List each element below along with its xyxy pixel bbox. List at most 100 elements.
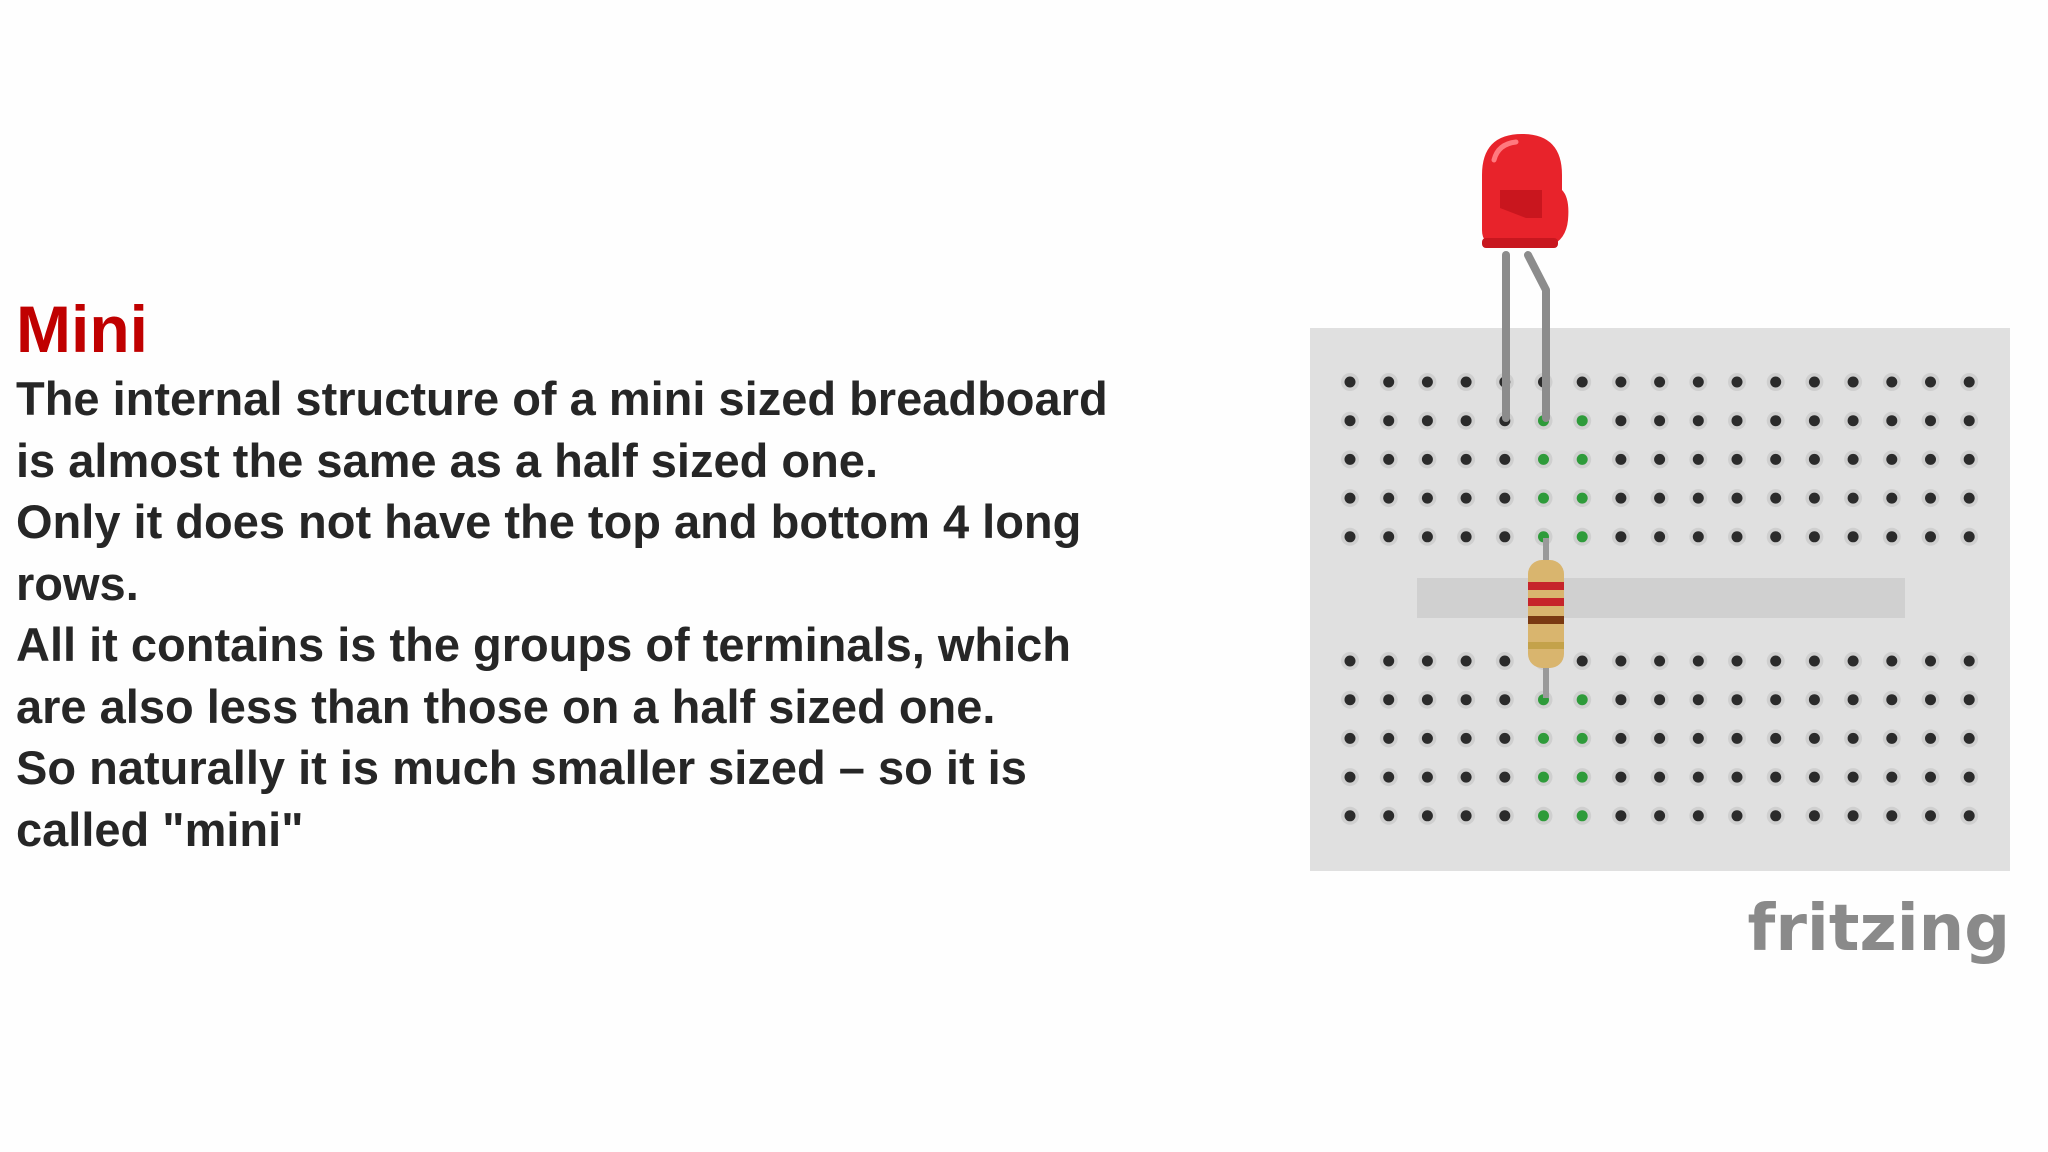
breadboard-hole: [1421, 492, 1433, 504]
breadboard-hole: [1925, 415, 1936, 427]
breadboard-hole: [1615, 694, 1627, 706]
breadboard-hole: [1692, 531, 1704, 543]
breadboard-hole: [1808, 655, 1820, 667]
breadboard-hole: [1692, 492, 1704, 504]
breadboard-hole: [1421, 694, 1433, 706]
breadboard-figure: fritzing: [1250, 120, 2030, 990]
breadboard-hole: [1963, 453, 1975, 465]
breadboard-hole: [1654, 415, 1666, 427]
breadboard-hole-connected: [1538, 732, 1549, 744]
breadboard-hole: [1615, 655, 1627, 667]
breadboard-hole: [1383, 492, 1395, 504]
breadboard-hole: [1692, 771, 1704, 783]
breadboard-hole: [1963, 771, 1975, 783]
breadboard-hole: [1731, 453, 1743, 465]
breadboard-hole: [1499, 694, 1511, 706]
breadboard-hole: [1847, 732, 1859, 744]
breadboard-hole-connected: [1576, 531, 1588, 543]
breadboard-hole: [1421, 810, 1433, 822]
breadboard-hole: [1886, 771, 1898, 783]
breadboard-hole: [1615, 376, 1627, 388]
slide-text: Mini The internal structure of a mini si…: [16, 290, 1236, 860]
breadboard-holes: [1341, 373, 1979, 825]
breadboard-hole: [1808, 771, 1820, 783]
breadboard-hole: [1460, 492, 1472, 504]
breadboard-hole: [1383, 531, 1395, 543]
breadboard-hole: [1499, 531, 1511, 543]
breadboard-hole: [1886, 492, 1898, 504]
breadboard-hole: [1770, 531, 1782, 543]
resistor-band-4: [1528, 642, 1564, 649]
breadboard-hole: [1808, 453, 1820, 465]
breadboard-hole: [1847, 810, 1859, 822]
breadboard-hole: [1886, 376, 1898, 388]
breadboard-hole-connected: [1538, 810, 1549, 822]
breadboard-hole-connected: [1576, 810, 1588, 822]
breadboard-hole: [1963, 415, 1975, 427]
breadboard-hole: [1460, 655, 1472, 667]
breadboard-channel: [1417, 578, 1905, 618]
breadboard-hole: [1344, 492, 1356, 504]
breadboard-hole-connected: [1576, 453, 1588, 465]
breadboard-hole: [1383, 453, 1395, 465]
breadboard-hole: [1421, 771, 1433, 783]
breadboard-hole: [1460, 810, 1472, 822]
breadboard-illustration: fritzing: [1310, 134, 2010, 966]
breadboard-hole-connected: [1576, 415, 1588, 427]
breadboard-hole: [1770, 771, 1782, 783]
breadboard-hole: [1925, 810, 1936, 822]
breadboard-hole: [1692, 810, 1704, 822]
breadboard-hole: [1344, 415, 1356, 427]
breadboard-hole: [1460, 771, 1472, 783]
breadboard-hole: [1925, 492, 1936, 504]
led-flange: [1482, 238, 1558, 248]
led-red: [1482, 134, 1569, 248]
breadboard-hole: [1499, 492, 1511, 504]
breadboard-hole: [1692, 655, 1704, 667]
slide-title: Mini: [16, 292, 148, 366]
breadboard-hole: [1925, 453, 1936, 465]
breadboard-hole: [1886, 732, 1898, 744]
breadboard-hole: [1963, 376, 1975, 388]
breadboard-hole: [1615, 453, 1627, 465]
breadboard-hole: [1421, 531, 1433, 543]
breadboard-hole: [1615, 415, 1627, 427]
breadboard-hole: [1847, 694, 1859, 706]
breadboard-hole: [1654, 492, 1666, 504]
breadboard-hole: [1460, 732, 1472, 744]
breadboard-hole: [1731, 732, 1743, 744]
breadboard-hole: [1383, 694, 1395, 706]
breadboard-hole: [1692, 694, 1704, 706]
breadboard-hole: [1615, 732, 1627, 744]
led-die: [1500, 190, 1542, 218]
slide-body: The internal structure of a mini sized b…: [16, 372, 1108, 856]
breadboard-hole: [1344, 453, 1356, 465]
breadboard-hole: [1731, 415, 1743, 427]
breadboard-hole: [1731, 531, 1743, 543]
breadboard-hole-connected: [1538, 453, 1549, 465]
breadboard-hole: [1692, 732, 1704, 744]
breadboard-hole: [1460, 531, 1472, 543]
breadboard-hole: [1808, 492, 1820, 504]
breadboard-hole-connected: [1576, 771, 1588, 783]
breadboard-hole: [1808, 732, 1820, 744]
breadboard-hole: [1847, 771, 1859, 783]
breadboard-hole: [1344, 376, 1356, 388]
breadboard-hole: [1847, 531, 1859, 543]
breadboard-hole: [1925, 376, 1936, 388]
breadboard-hole: [1808, 415, 1820, 427]
breadboard-hole: [1615, 810, 1627, 822]
breadboard-hole-connected: [1576, 694, 1588, 706]
breadboard-hole: [1808, 694, 1820, 706]
breadboard-hole: [1615, 771, 1627, 783]
breadboard-hole: [1344, 531, 1356, 543]
breadboard-hole: [1808, 531, 1820, 543]
resistor-band-1: [1528, 582, 1564, 590]
breadboard-hole: [1886, 694, 1898, 706]
breadboard-hole: [1692, 376, 1704, 388]
breadboard-hole: [1344, 732, 1356, 744]
breadboard-hole: [1770, 694, 1782, 706]
breadboard-hole: [1847, 415, 1859, 427]
breadboard-hole-connected: [1576, 732, 1588, 744]
breadboard-hole: [1731, 771, 1743, 783]
